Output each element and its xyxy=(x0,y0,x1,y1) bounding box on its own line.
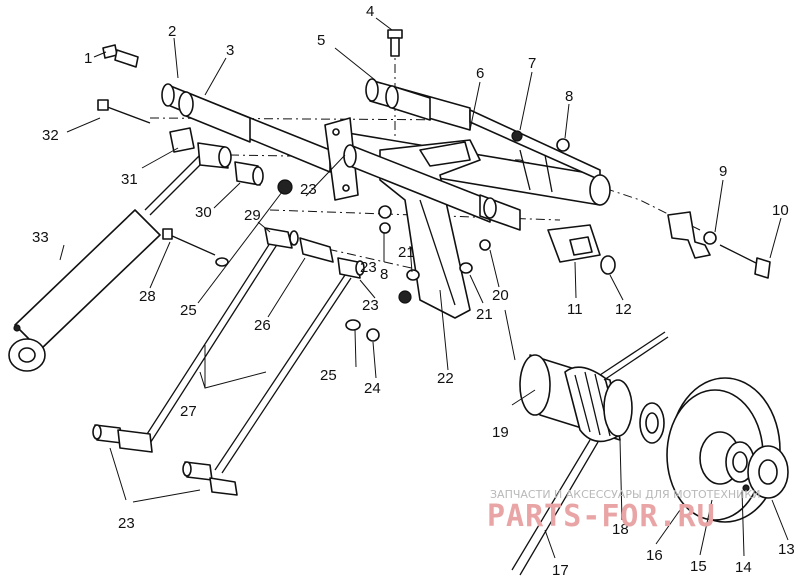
label-25a: 25 xyxy=(180,302,197,319)
label-31: 31 xyxy=(121,171,138,188)
label-30: 30 xyxy=(195,204,212,221)
label-27: 27 xyxy=(180,403,197,420)
label-17: 17 xyxy=(552,562,569,578)
label-8: 8 xyxy=(565,88,573,105)
block-bracket xyxy=(547,224,601,263)
label-12: 12 xyxy=(615,301,632,318)
label-11: 11 xyxy=(567,301,583,318)
label-33: 33 xyxy=(32,229,49,246)
label-25b: 25 xyxy=(320,367,337,384)
bushings-left xyxy=(169,127,293,195)
nuts-washers xyxy=(345,130,616,342)
label-29: 29 xyxy=(244,207,261,224)
torsion-arm xyxy=(511,331,669,576)
label-16: 16 xyxy=(646,547,663,564)
label-23d: 23 xyxy=(360,259,377,276)
label-13: 13 xyxy=(778,541,795,558)
part-labels: 1 2 3 4 5 6 7 8 9 10 11 12 13 14 15 16 1… xyxy=(32,3,795,578)
leader-lines xyxy=(59,17,789,559)
label-32: 32 xyxy=(42,127,59,144)
watermark-logo: PARTS-FOR.RU xyxy=(487,499,716,534)
label-24: 24 xyxy=(364,380,381,397)
idler-wheel xyxy=(666,377,789,523)
label-19: 19 xyxy=(492,424,509,441)
label-23c: 23 xyxy=(118,515,135,532)
label-10: 10 xyxy=(772,202,789,219)
label-18: 18 xyxy=(612,521,629,538)
label-26: 26 xyxy=(254,317,271,334)
watermark-tagline: ЗАПЧАСТИ И АКСЕССУАРЫ ДЛЯ МОТОТЕХНИКИ xyxy=(490,488,760,501)
label-4: 4 xyxy=(366,3,374,20)
label-20: 20 xyxy=(492,287,509,304)
label-22: 22 xyxy=(437,370,454,387)
label-23a: 23 xyxy=(300,181,317,198)
shock-absorber xyxy=(8,154,206,372)
label-28: 28 xyxy=(139,288,156,305)
label-21a: 21 xyxy=(398,244,415,261)
rod-ends-bottom xyxy=(92,424,238,496)
label-23b: 23 xyxy=(362,297,379,314)
label-6: 6 xyxy=(476,65,484,82)
label-8b: 8 xyxy=(380,266,388,283)
label-14: 14 xyxy=(735,559,752,576)
label-21b: 21 xyxy=(476,306,493,323)
label-15: 15 xyxy=(690,558,707,575)
label-9: 9 xyxy=(719,163,727,180)
label-2: 2 xyxy=(168,23,176,40)
label-7: 7 xyxy=(528,55,536,72)
linkage-rods xyxy=(139,227,365,474)
label-5: 5 xyxy=(317,32,325,49)
upper-right-tube xyxy=(365,78,471,131)
upper-left-tube xyxy=(161,83,331,173)
side-bracket xyxy=(667,211,717,259)
label-1: 1 xyxy=(84,50,92,67)
watermark: ЗАПЧАСТИ И АКСЕССУАРЫ ДЛЯ МОТОТЕХНИКИ PA… xyxy=(487,488,760,534)
label-3: 3 xyxy=(226,42,234,59)
bolts xyxy=(97,29,771,279)
spring-cover xyxy=(519,354,665,444)
